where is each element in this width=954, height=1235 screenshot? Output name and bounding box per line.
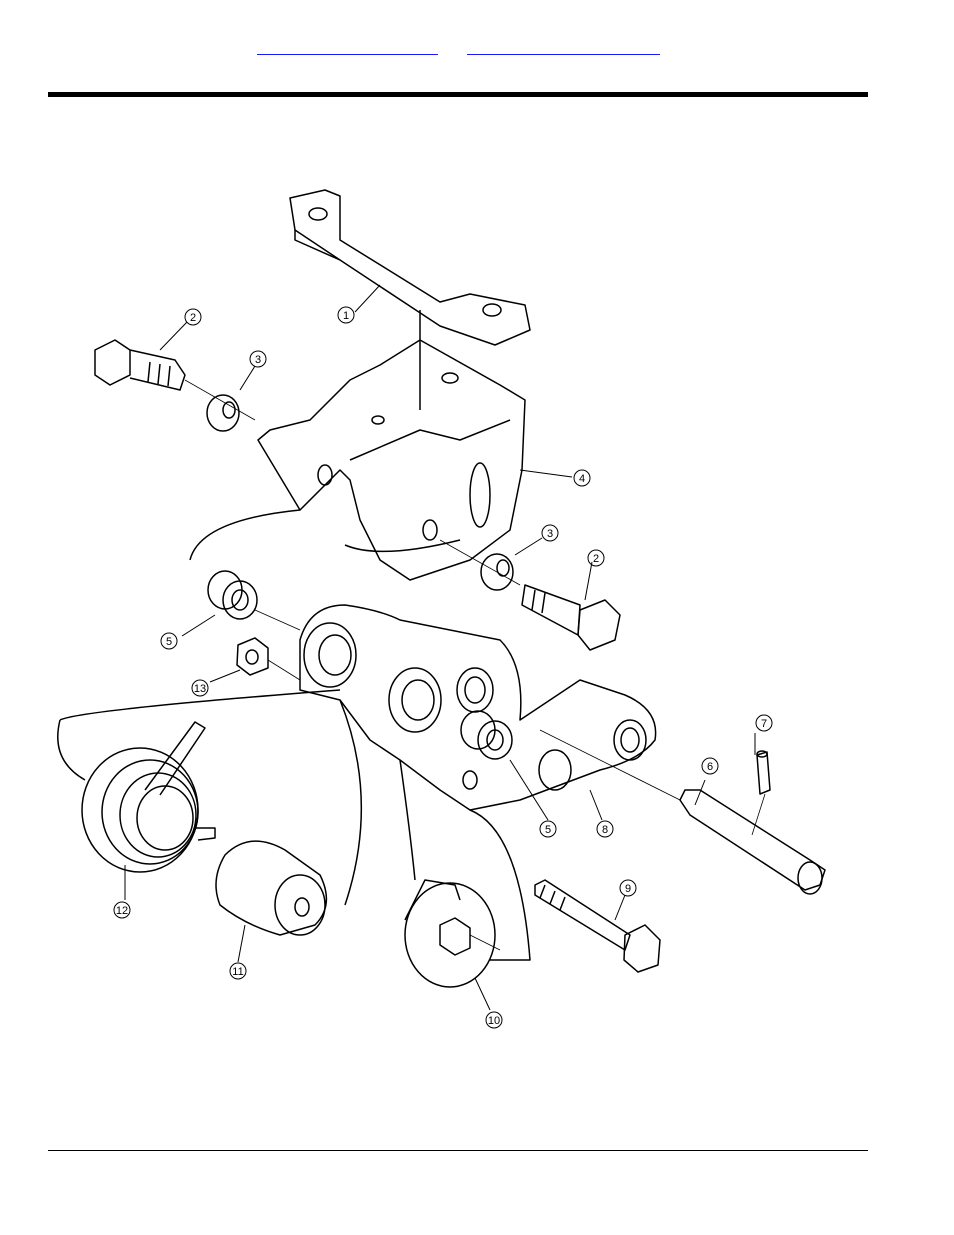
callout-3b: 3 <box>542 525 558 541</box>
callout-text: 7 <box>761 718 767 730</box>
callout-text: 2 <box>190 312 196 324</box>
part-roller <box>216 841 326 935</box>
footer-rule <box>48 1150 868 1151</box>
callout-text: 3 <box>547 528 553 540</box>
part-bolt-upper <box>95 340 255 420</box>
callout-text: 2 <box>593 553 599 565</box>
part-spring <box>82 722 215 872</box>
part-flanged-nut <box>405 880 500 987</box>
callout-9: 9 <box>620 880 636 896</box>
part-bushings <box>208 571 512 759</box>
part-long-bolt <box>535 880 660 972</box>
callout-7: 7 <box>756 715 772 731</box>
callout-text: 11 <box>232 966 243 978</box>
callout-text: 9 <box>625 883 631 895</box>
callout-text: 12 <box>116 905 128 917</box>
callout-5: 5 <box>161 633 177 649</box>
callout-markers: 1 2 3 4 3 2 5 13 12 11 5 8 6 7 9 10 <box>114 307 772 1028</box>
part-roll-pin <box>752 751 770 835</box>
callout-leaders <box>125 285 755 1010</box>
callout-text: 4 <box>579 473 585 485</box>
callout-2b: 2 <box>588 550 604 566</box>
part-arm-assembly <box>58 605 656 960</box>
callout-text: 10 <box>488 1015 500 1027</box>
callout-text: 6 <box>707 761 713 773</box>
callout-1: 1 <box>338 307 354 323</box>
callout-2: 2 <box>185 309 201 325</box>
callout-text: 3 <box>255 354 261 366</box>
callout-11: 11 <box>230 963 246 979</box>
callout-text: 5 <box>545 824 551 836</box>
part-main-bracket <box>190 340 525 580</box>
callout-4: 4 <box>574 470 590 486</box>
callout-text: 1 <box>343 310 349 322</box>
callout-6: 6 <box>702 758 718 774</box>
callout-10: 10 <box>486 1012 502 1028</box>
callout-5b: 5 <box>540 821 556 837</box>
part-top-plate <box>290 190 530 410</box>
callout-13: 13 <box>192 680 208 696</box>
callout-12: 12 <box>114 902 130 918</box>
callout-3: 3 <box>250 351 266 367</box>
part-pin <box>540 730 825 894</box>
part-nut <box>237 638 300 680</box>
callout-text: 13 <box>194 683 206 695</box>
callout-text: 5 <box>166 636 172 648</box>
callout-8: 8 <box>597 821 613 837</box>
callout-text: 8 <box>602 824 608 836</box>
